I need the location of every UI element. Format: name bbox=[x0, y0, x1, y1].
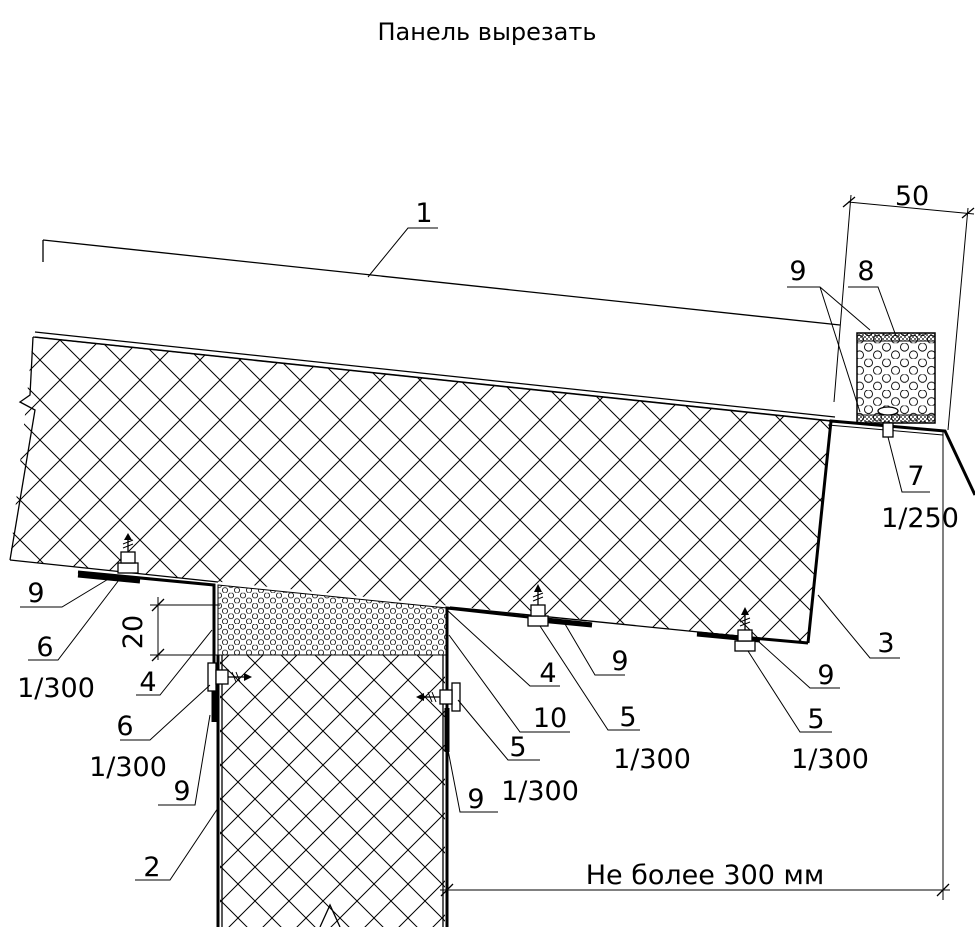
foam-seal-block bbox=[856, 332, 936, 438]
callout-2: 2 bbox=[143, 852, 160, 883]
callout-9-low-mid: 9 bbox=[467, 784, 484, 815]
drawing-title: Панель вырезать bbox=[377, 18, 596, 46]
callout-5-side-pitch: 1/300 bbox=[501, 776, 579, 807]
callout-4-left: 4 bbox=[139, 667, 156, 698]
screw-5-side bbox=[416, 682, 461, 712]
callout-10: 10 bbox=[533, 703, 567, 734]
callout-9-low-left: 9 bbox=[173, 776, 190, 807]
screw-5-mid bbox=[527, 584, 549, 627]
screw-6-side bbox=[207, 662, 252, 692]
screw-6-top bbox=[117, 533, 139, 574]
wall-panel bbox=[216, 655, 449, 927]
callout-7-pitch: 1/250 bbox=[881, 503, 959, 534]
callout-6-side: 6 bbox=[116, 711, 133, 742]
callout-6-side-pitch: 1/300 bbox=[89, 752, 167, 783]
callout-9-right: 9 bbox=[817, 660, 834, 691]
callout-9-mid: 9 bbox=[611, 646, 628, 677]
screw-5-right bbox=[734, 607, 756, 652]
dim-span: Не более 300 мм bbox=[586, 860, 825, 891]
callout-7: 7 bbox=[907, 461, 924, 492]
callout-5-mid: 5 bbox=[619, 702, 636, 733]
callout-labels: 1 8 9 7 1/250 3 9 6 1/300 4 6 1/300 9 2 … bbox=[17, 198, 959, 883]
callout-8: 8 bbox=[857, 256, 874, 287]
callout-9-left: 9 bbox=[27, 578, 44, 609]
callout-5-right: 5 bbox=[807, 704, 824, 735]
dim-gap-height: 20 bbox=[118, 615, 149, 649]
callout-1: 1 bbox=[415, 198, 432, 229]
dim-top-width: 50 bbox=[895, 181, 929, 212]
callout-9-top: 9 bbox=[789, 256, 806, 287]
callout-6-top: 6 bbox=[36, 632, 53, 663]
roof-panel bbox=[9, 239, 841, 644]
screws bbox=[117, 533, 756, 712]
dimensions: 50 20 Не более 300 мм bbox=[118, 181, 975, 900]
callout-3: 3 bbox=[877, 628, 894, 659]
callout-5-mid-pitch: 1/300 bbox=[613, 744, 691, 775]
leader-lines bbox=[20, 227, 930, 881]
callout-5-right-pitch: 1/300 bbox=[791, 744, 869, 775]
callout-5-side: 5 bbox=[509, 732, 526, 763]
callout-6-top-pitch: 1/300 bbox=[17, 673, 95, 704]
callout-4-mid: 4 bbox=[539, 658, 556, 689]
